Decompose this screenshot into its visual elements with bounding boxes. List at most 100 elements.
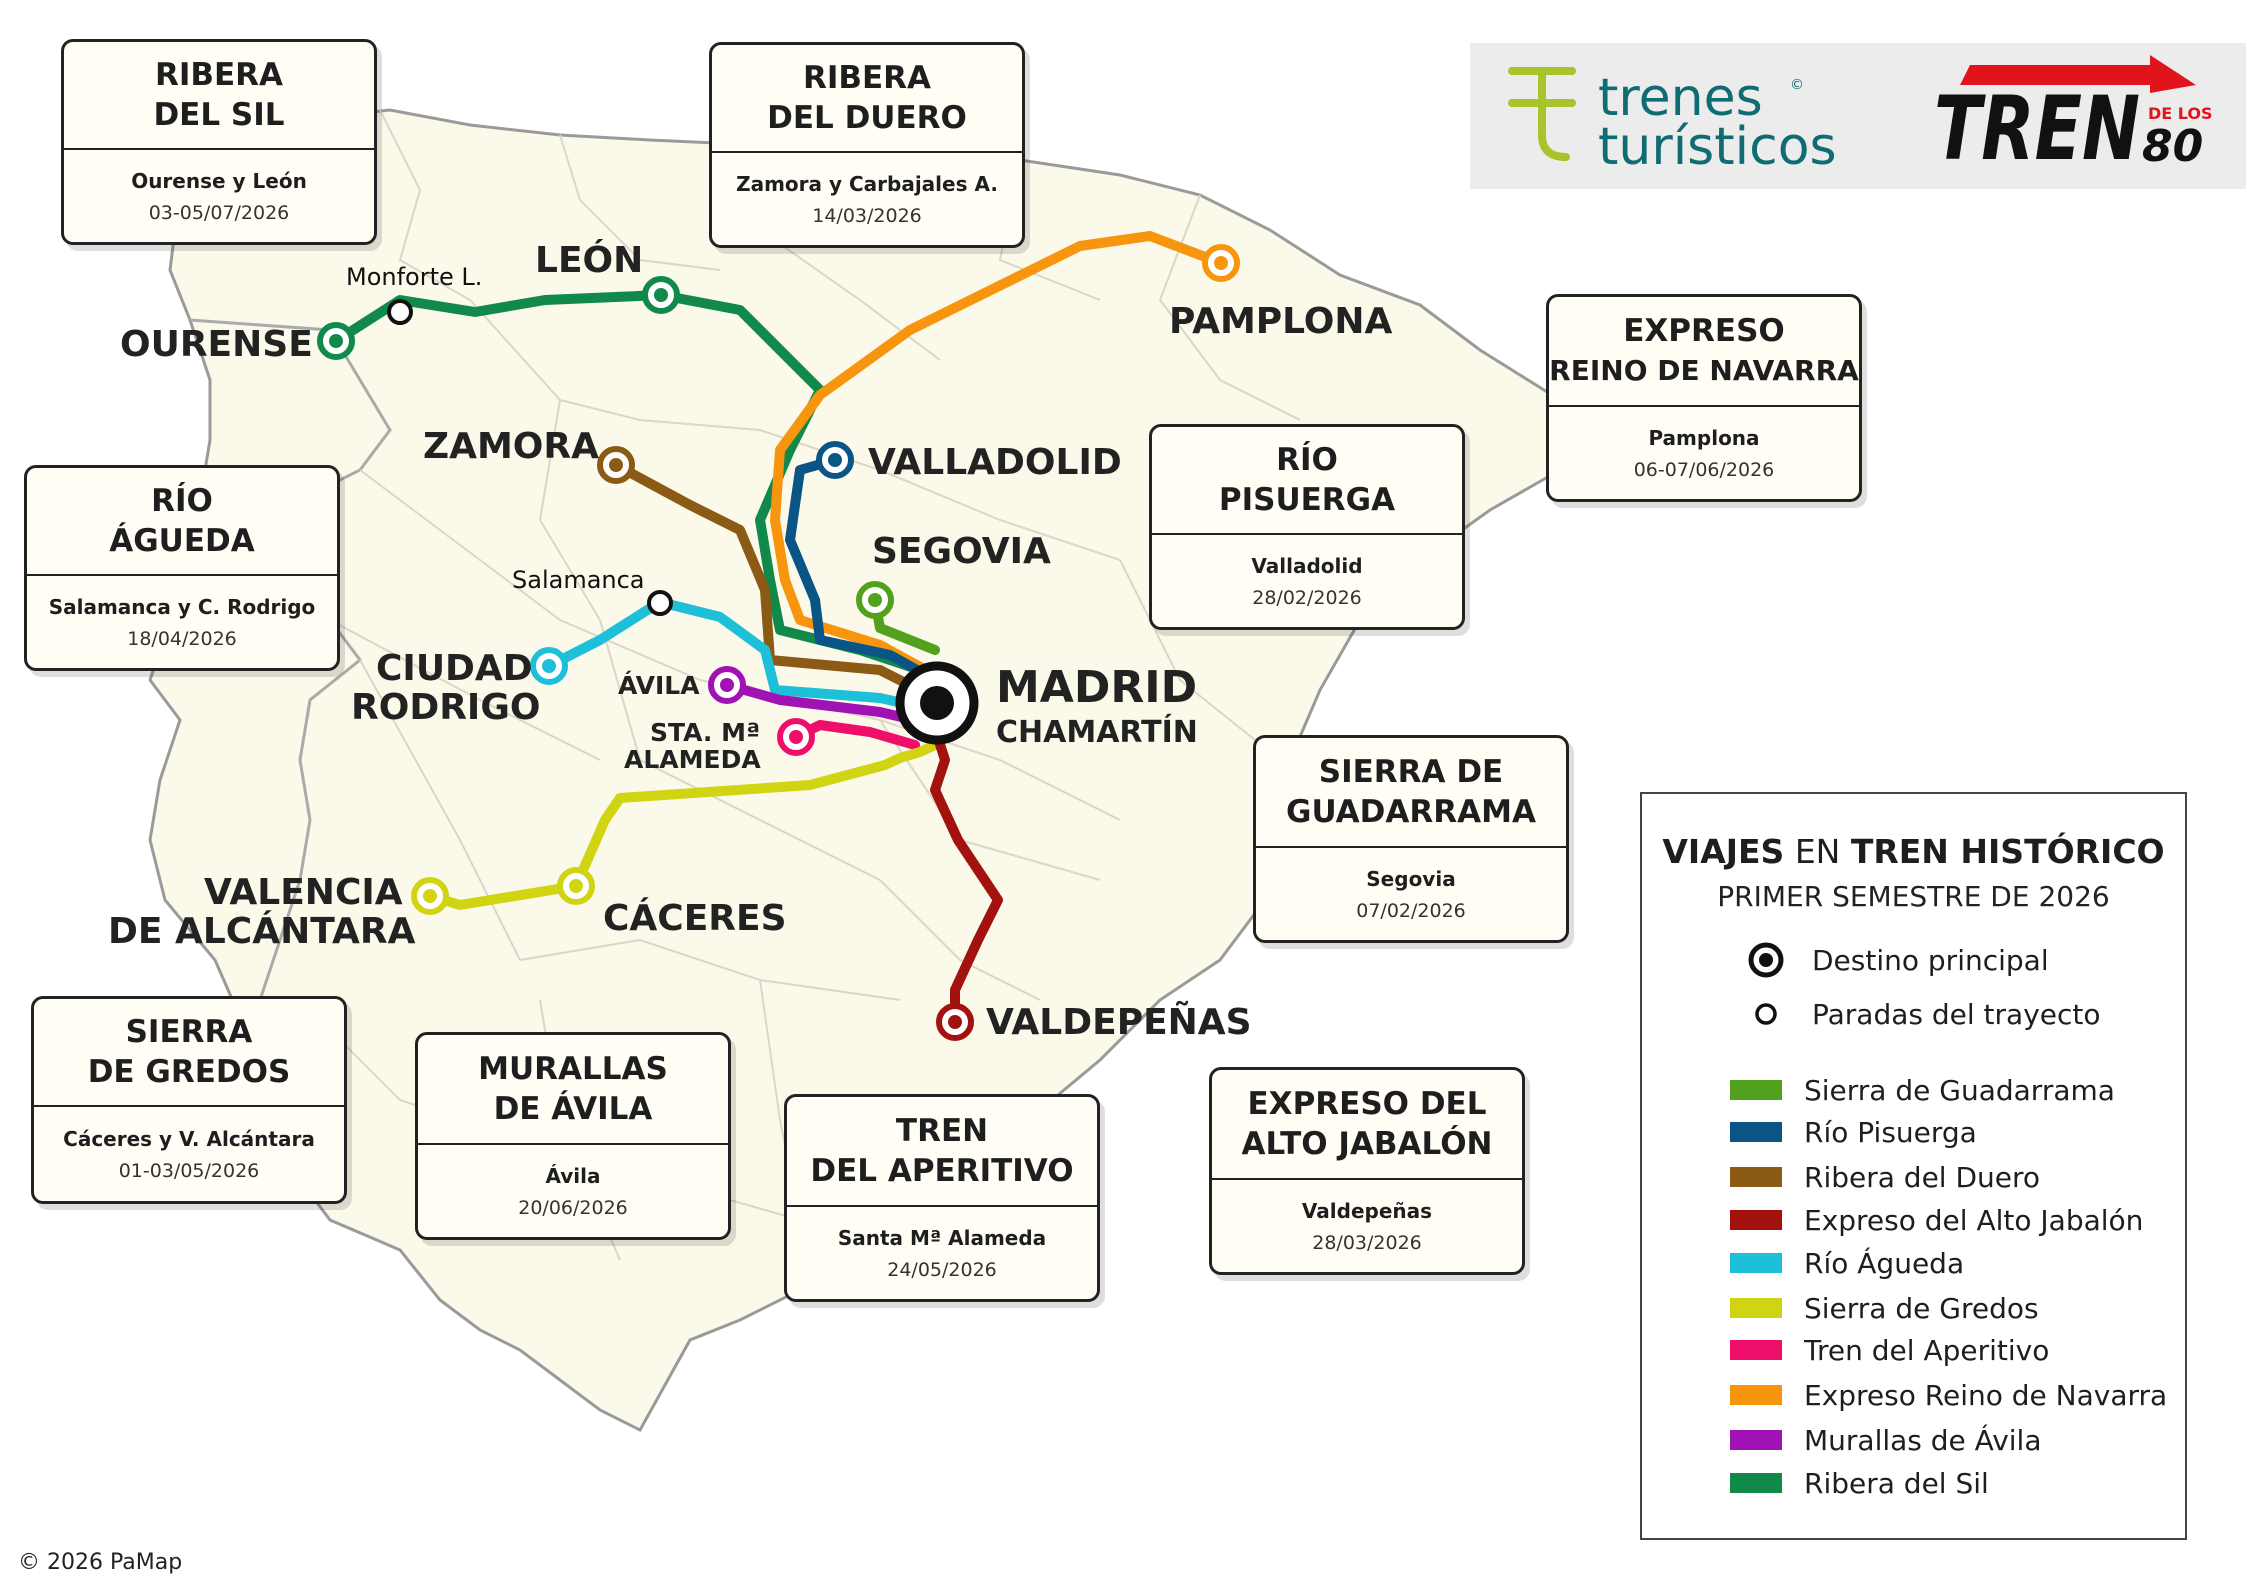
station-zamora-core — [609, 458, 623, 472]
legend-title: VIAJES EN TREN HISTÓRICO — [1642, 832, 2185, 871]
card-place: Salamanca y C. Rodrigo — [48, 595, 316, 619]
route-alto-jabalon — [930, 730, 1003, 1027]
card-date: 01-03/05/2026 — [118, 1160, 260, 1182]
label-valencia-2: DE ALCÁNTARA — [108, 910, 416, 952]
station-avila-core — [720, 678, 734, 692]
label-madrid-1: MADRID — [996, 662, 1197, 713]
legend-label: Destino principal — [1812, 943, 2049, 977]
route-reino-navarra — [770, 231, 1226, 680]
trenes-turisticos-logo: trenes © turísticos — [1508, 67, 1837, 177]
logo-bar: trenes © turísticos TREN DE LOS 80 — [1470, 43, 2246, 189]
card-title: DEL APERITIVO — [810, 1153, 1074, 1189]
trenes-text: trenes — [1598, 68, 1763, 128]
card-title: EXPRESO — [1623, 313, 1785, 349]
route-ribera-del-duero — [611, 460, 940, 703]
tren80-small-text: DE LOS — [2148, 104, 2213, 123]
card-place: Santa Mª Alameda — [837, 1226, 1047, 1250]
label-monforte: Monforte L. — [346, 263, 482, 291]
legend-route-item: Murallas de Ávila — [1730, 1423, 2042, 1457]
label-sta-alameda-1: STA. Mª — [650, 718, 760, 747]
card-place: Segovia — [1366, 867, 1456, 891]
legend-route-item: Expreso del Alto Jabalón — [1730, 1203, 2144, 1237]
card-date: 14/03/2026 — [812, 205, 922, 227]
main-destination-icon — [1748, 942, 1784, 978]
card-title: PISUERGA — [1218, 482, 1396, 518]
legend-route-swatch — [1730, 1298, 1782, 1318]
legend-route-item: Tren del Aperitivo — [1730, 1334, 2049, 1367]
legend-route-label: Expreso Reino de Navarra — [1804, 1378, 2168, 1412]
legend-route-swatch — [1730, 1430, 1782, 1450]
legend-subtitle: PRIMER SEMESTRE DE 2026 — [1717, 880, 2110, 913]
card-tren-aperitivo: TREN DEL APERITIVO Santa Mª Alameda 24/05/… — [784, 1094, 1100, 1302]
station-madrid-core — [920, 686, 954, 720]
legend-route-swatch — [1730, 1122, 1782, 1142]
card-title: RIBERA — [802, 60, 932, 96]
card-date: 20/06/2026 — [518, 1197, 628, 1219]
label-leon: LEÓN — [535, 239, 643, 281]
label-sta-alameda-2: ALAMEDA — [624, 745, 761, 774]
legend-route-swatch — [1730, 1210, 1782, 1230]
label-segovia: SEGOVIA — [872, 531, 1051, 572]
card-murallas-avila: MURALLAS DE ÁVILA Ávila 20/06/2026 — [415, 1032, 731, 1240]
turisticos-text: turísticos — [1598, 117, 1837, 177]
legend-title-b: EN — [1784, 832, 1851, 871]
card-place: Ourense y León — [131, 169, 307, 193]
card-title: GUADARRAMA — [1286, 794, 1536, 830]
tren80-main-text: TREN — [1934, 77, 2140, 180]
card-title: DEL DUERO — [767, 100, 967, 136]
card-title: SIERRA — [125, 1014, 253, 1050]
legend-route-swatch — [1730, 1473, 1782, 1493]
label-valencia-1: VALENCIA — [204, 872, 403, 913]
card-title: RIBERA — [154, 57, 284, 93]
station-sta-alameda-core — [789, 730, 803, 744]
label-madrid-2: CHAMARTÍN — [996, 714, 1198, 750]
legend-route-swatch — [1730, 1080, 1782, 1100]
card-title: DE ÁVILA — [493, 1091, 653, 1127]
card-title: ÁGUEDA — [109, 523, 255, 559]
tren80-arrow-icon — [1960, 55, 2196, 93]
card-place: Valdepeñas — [1301, 1199, 1433, 1223]
station-pamplona-core — [1214, 256, 1228, 270]
card-title: RÍO — [151, 483, 213, 519]
card-date: 18/04/2026 — [127, 628, 237, 650]
legend-route-item: Sierra de Guadarrama — [1730, 1074, 2115, 1107]
card-title: TREN — [895, 1113, 989, 1149]
station-monforte — [387, 299, 413, 325]
card-title: MURALLAS — [478, 1051, 668, 1087]
legend-route-swatch — [1730, 1340, 1782, 1360]
station-markers — [317, 244, 1240, 1041]
label-ciudad-rodrigo-2: RODRIGO — [351, 687, 540, 728]
copyright: © 2026 PaMap — [18, 1550, 183, 1575]
legend-title-a: VIAJES — [1662, 832, 1785, 871]
legend: VIAJES EN TREN HISTÓRICO PRIMER SEMESTRE… — [1640, 792, 2187, 1540]
card-rio-agueda: RÍO ÁGUEDA Salamanca y C. Rodrigo 18/04/20… — [24, 465, 340, 671]
legend-route-item: Río Pisuerga — [1730, 1116, 1977, 1149]
card-place: Cáceres y V. Alcántara — [63, 1127, 315, 1151]
card-date: 06-07/06/2026 — [1633, 459, 1775, 481]
card-title: ALTO JABALÓN — [1241, 1126, 1493, 1162]
card-reino-navarra: EXPRESO REINO DE NAVARRA Pamplona 06-07/06… — [1546, 294, 1862, 502]
label-caceres: CÁCERES — [603, 897, 787, 939]
legend-route-label: Murallas de Ávila — [1804, 1423, 2042, 1457]
tren80-number-text: 80 — [2142, 121, 2203, 172]
station-caceres-core — [569, 879, 583, 893]
station-ourense-core — [329, 334, 343, 348]
card-date: 28/03/2026 — [1312, 1232, 1422, 1254]
trenes-mark: © — [1790, 77, 1804, 93]
legend-title-c: TREN HISTÓRICO — [1850, 832, 2165, 871]
label-zamora: ZAMORA — [423, 426, 599, 467]
card-title: DEL SIL — [153, 97, 285, 133]
legend-main-destination: Destino principal — [1746, 942, 2049, 978]
card-title: REINO DE NAVARRA — [1549, 354, 1859, 387]
card-date: 24/05/2026 — [887, 1259, 997, 1281]
legend-route-swatch — [1730, 1167, 1782, 1187]
card-place: Valladolid — [1251, 554, 1363, 578]
card-place: Pamplona — [1648, 426, 1760, 450]
card-title: RÍO — [1276, 442, 1338, 478]
legend-route-label: Expreso del Alto Jabalón — [1804, 1203, 2144, 1237]
card-place: Ávila — [545, 1164, 601, 1188]
